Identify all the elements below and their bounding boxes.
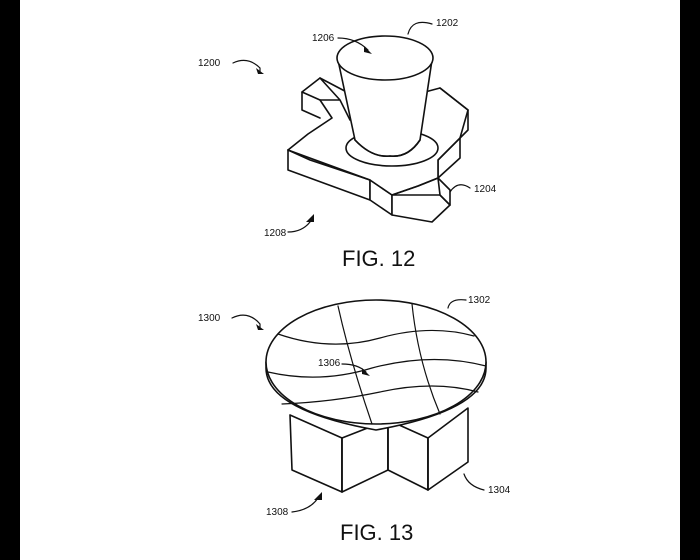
leader-1202	[407, 21, 433, 35]
patent-sheet: 1200 1202 1206 1204 1208 FIG. 12	[20, 0, 680, 560]
leader-1300	[231, 314, 261, 329]
cap-1302	[265, 299, 487, 431]
leader-1200	[232, 59, 261, 73]
knob-top-1206	[336, 35, 434, 81]
arrow-1208	[306, 214, 314, 222]
figure-12-caption: FIG. 12	[342, 246, 415, 271]
knob-1202	[336, 35, 434, 157]
figure-12: 1200 1202 1206 1204 1208 FIG. 12	[198, 18, 497, 271]
ref-1206: 1206	[312, 33, 335, 44]
arrow-1300	[256, 324, 264, 330]
leader-1308	[291, 497, 319, 513]
arrow-1306	[362, 368, 370, 376]
arrow-1308	[314, 492, 322, 500]
arrow-1206	[364, 46, 372, 54]
ref-1200: 1200	[198, 58, 221, 69]
ref-1308: 1308	[266, 507, 289, 518]
cap-top-1306	[265, 299, 487, 425]
ref-1202: 1202	[436, 18, 459, 29]
leader-1208	[287, 221, 311, 233]
figure-13: 1300 1302 1306 1304 1308 FIG. 13	[198, 295, 511, 545]
ref-1208: 1208	[264, 228, 287, 239]
leader-1302	[447, 299, 467, 309]
ref-1302: 1302	[468, 295, 491, 306]
leader-1204	[449, 184, 471, 193]
ref-1204: 1204	[474, 184, 497, 195]
ref-1306: 1306	[318, 358, 341, 369]
figure-13-caption: FIG. 13	[340, 520, 413, 545]
ref-1304: 1304	[488, 485, 511, 496]
leader-1304	[463, 473, 485, 491]
ref-1300: 1300	[198, 313, 221, 324]
patent-drawing: 1200 1202 1206 1204 1208 FIG. 12	[198, 18, 511, 545]
arrow-1200	[256, 68, 264, 74]
